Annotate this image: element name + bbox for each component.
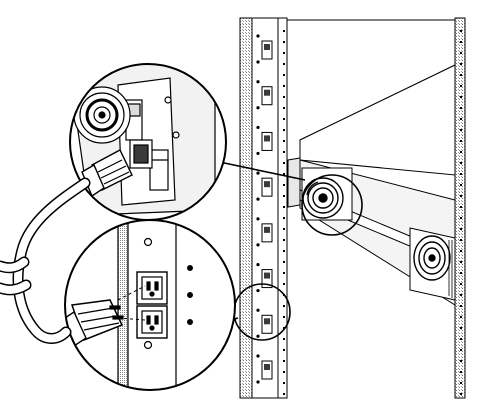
- rack-post-left-rail: [252, 18, 287, 398]
- server-fan-b: [414, 236, 450, 280]
- callout-server-inlet-detail: [70, 55, 226, 220]
- rack-post-left-outer: [240, 18, 252, 398]
- callout-outlet-detail: [60, 215, 260, 405]
- outlet-strip-frame: [118, 215, 128, 405]
- server-psu-b: [410, 228, 455, 300]
